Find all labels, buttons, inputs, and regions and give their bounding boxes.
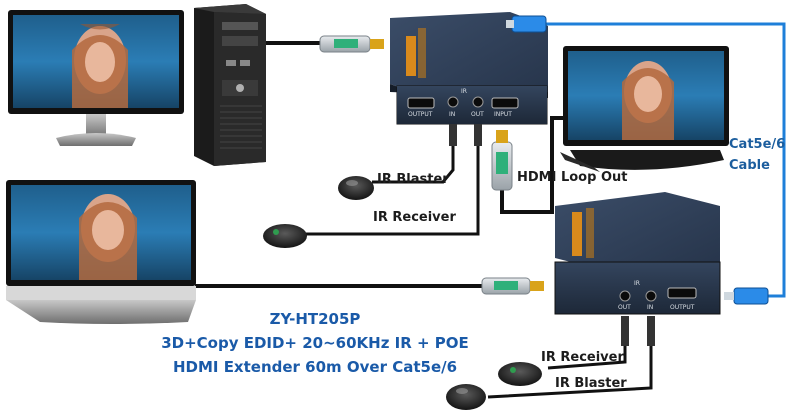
label-cable-line2: Cable [729,158,770,173]
ethernet-connector-bottom [724,287,769,305]
rx-port-ir: IR [634,280,640,287]
ir-blaster-cable-top [372,145,455,184]
cat-cable [546,22,786,298]
ir-receiver-top-pod [263,224,307,248]
rx-port-out: OUT [618,304,631,311]
caption-line2: HDMI Extender 60m Over Cat5e/6 [172,358,458,376]
receiver-box [554,192,721,315]
label-ir-receiver-top: IR Receiver [373,210,456,225]
label-ir-blaster-bottom: IR Blaster [555,376,627,391]
hdmi-plug-loop [491,130,513,191]
label-ir-receiver-bottom: IR Receiver [541,350,624,365]
tx-port-out: OUT [471,111,484,118]
caption-model: ZY-HT205P [269,310,361,328]
monitor-bottom-left [6,180,196,324]
tx-port-input: INPUT [494,111,512,118]
ir-jacks [449,124,655,346]
rx-port-in: IN [647,304,654,311]
hdmi-plug-bottom [481,277,544,295]
ir-receiver-cable-top [300,145,480,236]
ir-blaster-bottom-pod [446,384,486,410]
tx-port-output: OUTPUT [408,111,433,118]
transmitter-box [390,12,548,125]
cables [195,22,786,399]
monitor-top-left [8,10,184,146]
ir-blaster-cable-bottom [487,345,653,399]
rx-port-output: OUTPUT [670,304,695,311]
ir-receiver-bottom-pod [498,362,542,386]
label-cable-line1: Cat5e/6 [729,137,786,152]
label-ir-blaster-top: IR Blaster [377,172,449,187]
hdmi-plug-top [319,35,384,53]
ir-receiver-cable-bottom [547,345,627,370]
pc-tower [194,4,266,166]
caption-line1: 3D+Copy EDID+ 20~60KHz IR + POE [161,334,469,352]
tx-port-in: IN [449,111,456,118]
tx-port-ir: IR [461,88,467,95]
monitor-top-right [560,46,729,172]
ethernet-connector-top [506,15,547,33]
ir-blaster-top-pod [338,176,374,200]
label-hdmi-loop-out: HDMI Loop Out [517,170,628,185]
